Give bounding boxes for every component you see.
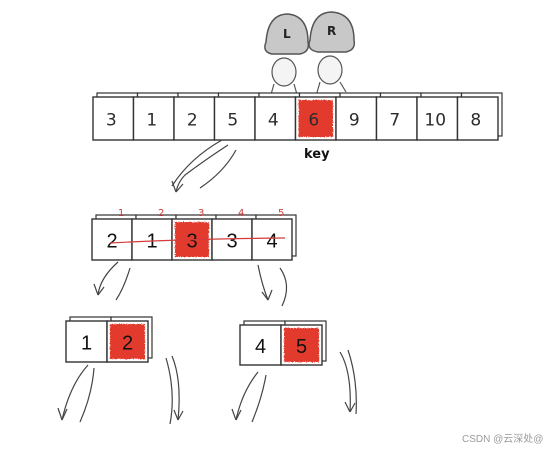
left_leaf-cell: 2 [106, 316, 153, 363]
right_leaf-cell: 4 [239, 320, 286, 366]
right-pointer-label: R [327, 24, 336, 38]
right_leaf-value: 4 [255, 336, 266, 358]
top_array-value: 6 [308, 111, 319, 131]
top_array-cell: 10 [416, 92, 463, 141]
index-mark: 4 [238, 208, 244, 219]
top_array-value: 9 [349, 111, 360, 131]
mid_array-cell: 3 [211, 214, 257, 261]
split-arrow-top [171, 139, 237, 193]
left_leaf-cell: 1 [65, 316, 112, 363]
index-mark: 3 [198, 208, 204, 219]
mid_array-cell: 1 [131, 214, 177, 261]
top_array-value: 2 [187, 111, 198, 131]
index-mark: 1 [118, 208, 124, 219]
left_leaf-value: 1 [81, 333, 92, 355]
top_array-value: 1 [146, 111, 157, 131]
pivot-fill [110, 324, 145, 359]
right_leaf-cell: 5 [280, 320, 327, 366]
top_array-value: 3 [106, 111, 117, 131]
top_array-cell: 6 [294, 92, 341, 141]
pivot-key-label: key [304, 147, 330, 162]
index-mark: 2 [158, 208, 164, 219]
pivot-fill [284, 328, 319, 362]
top_array-value: 4 [268, 111, 279, 131]
right-pointer-character: R [308, 11, 356, 97]
top_array-cell: 7 [375, 92, 422, 141]
split-arrow-right [257, 264, 288, 307]
top_array-value: 7 [389, 111, 400, 131]
right_leaf-value: 5 [296, 336, 307, 358]
left_leaf-value: 2 [122, 333, 133, 355]
top_array-cell: 9 [335, 92, 382, 141]
top_array-value: 5 [227, 111, 238, 131]
mid_array-cell: 4 [251, 214, 297, 261]
left-pointer-character: L [264, 13, 310, 99]
watermark: CSDN @云深处@ [462, 433, 543, 445]
strike-line [109, 237, 286, 244]
mid_array-cell: 2 [91, 214, 137, 261]
top_array-cell: 8 [456, 92, 503, 141]
mid_array-value: 2 [106, 231, 117, 253]
mid_array-value: 3 [226, 231, 237, 253]
index-mark: 5 [278, 208, 284, 219]
top_array-value: 8 [470, 111, 481, 131]
pivot-fill [298, 100, 333, 137]
split-arrow-left [93, 261, 131, 301]
recursion-arrows [57, 349, 357, 425]
top_array-cell: 1 [132, 92, 179, 141]
left-pointer-label: L [283, 27, 291, 41]
top-array: 3 1 2 5 4 6 9 7 10 8 [92, 92, 503, 141]
left-helmet-icon [264, 13, 310, 55]
top_array-cell: 4 [254, 92, 301, 141]
top_array-cell: 2 [173, 92, 220, 141]
top_array-cell: 5 [213, 92, 260, 141]
right-helmet-icon [308, 11, 356, 53]
mid_array-value: 3 [186, 231, 197, 253]
mid_array-value: 4 [266, 231, 277, 253]
top_array-value: 10 [424, 111, 446, 131]
top_array-cell: 3 [92, 92, 139, 141]
mid_array-cell: 3 [171, 214, 217, 261]
